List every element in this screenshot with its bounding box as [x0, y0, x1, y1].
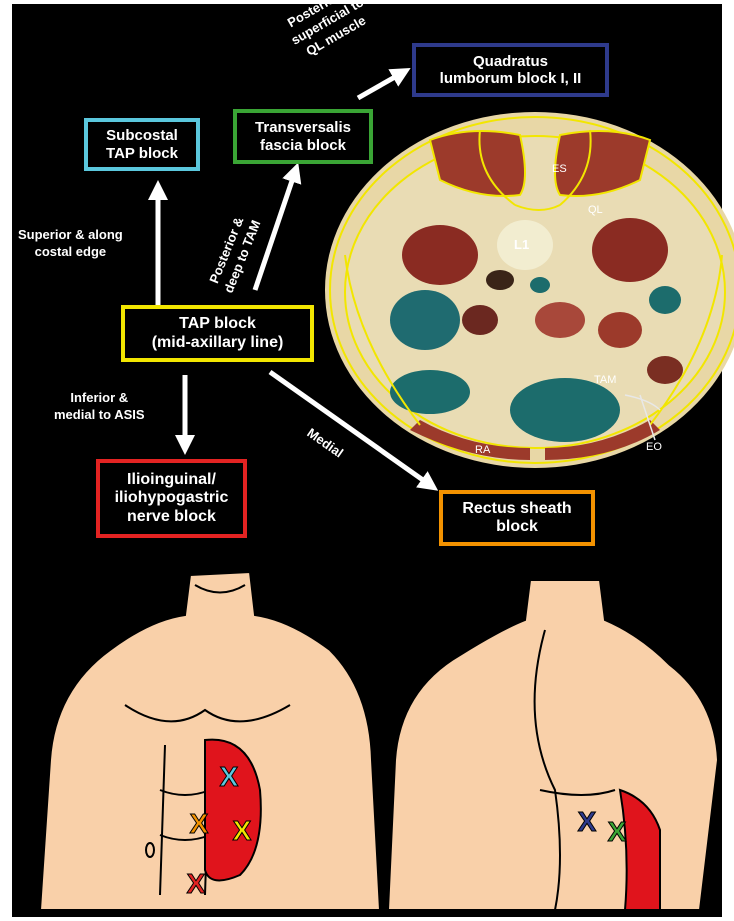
label-tam: TAM — [594, 374, 616, 386]
label-ql: QL — [588, 204, 603, 216]
box-subcostal-tap-block: Subcostal TAP block — [84, 118, 200, 171]
marker-tap: X — [233, 815, 252, 846]
ct-cross-section — [325, 112, 734, 468]
box-tap-block: TAP block (mid-axillary line) — [121, 305, 314, 362]
label-es: ES — [552, 163, 567, 175]
label-superior: Superior & along costal edge — [18, 227, 123, 261]
arrow-posterior-superficial — [358, 73, 402, 98]
label-l1: L1 — [514, 237, 529, 252]
label-inferior: Inferior & medial to ASIS — [54, 390, 145, 424]
marker-subcostal: X — [220, 761, 239, 792]
box-rectus-sheath-block: Rectus sheath block — [439, 490, 595, 546]
marker-rectus: X — [190, 808, 209, 839]
box-transversalis-fascia-block: Transversalis fascia block — [233, 109, 373, 164]
box-quadratus-lumborum-block: Quadratus lumborum block I, II — [412, 43, 609, 97]
marker-transversalis: X — [608, 816, 627, 847]
marker-qlb: X — [578, 806, 597, 837]
box-ilioinguinal-block: Ilioinguinal/ iliohypogastric nerve bloc… — [96, 459, 247, 538]
back-torso — [388, 580, 718, 910]
marker-ilio: X — [187, 868, 206, 899]
front-torso — [40, 572, 380, 910]
back-body — [388, 580, 718, 910]
label-ra: RA — [475, 444, 491, 456]
label-eo: EO — [646, 441, 662, 453]
